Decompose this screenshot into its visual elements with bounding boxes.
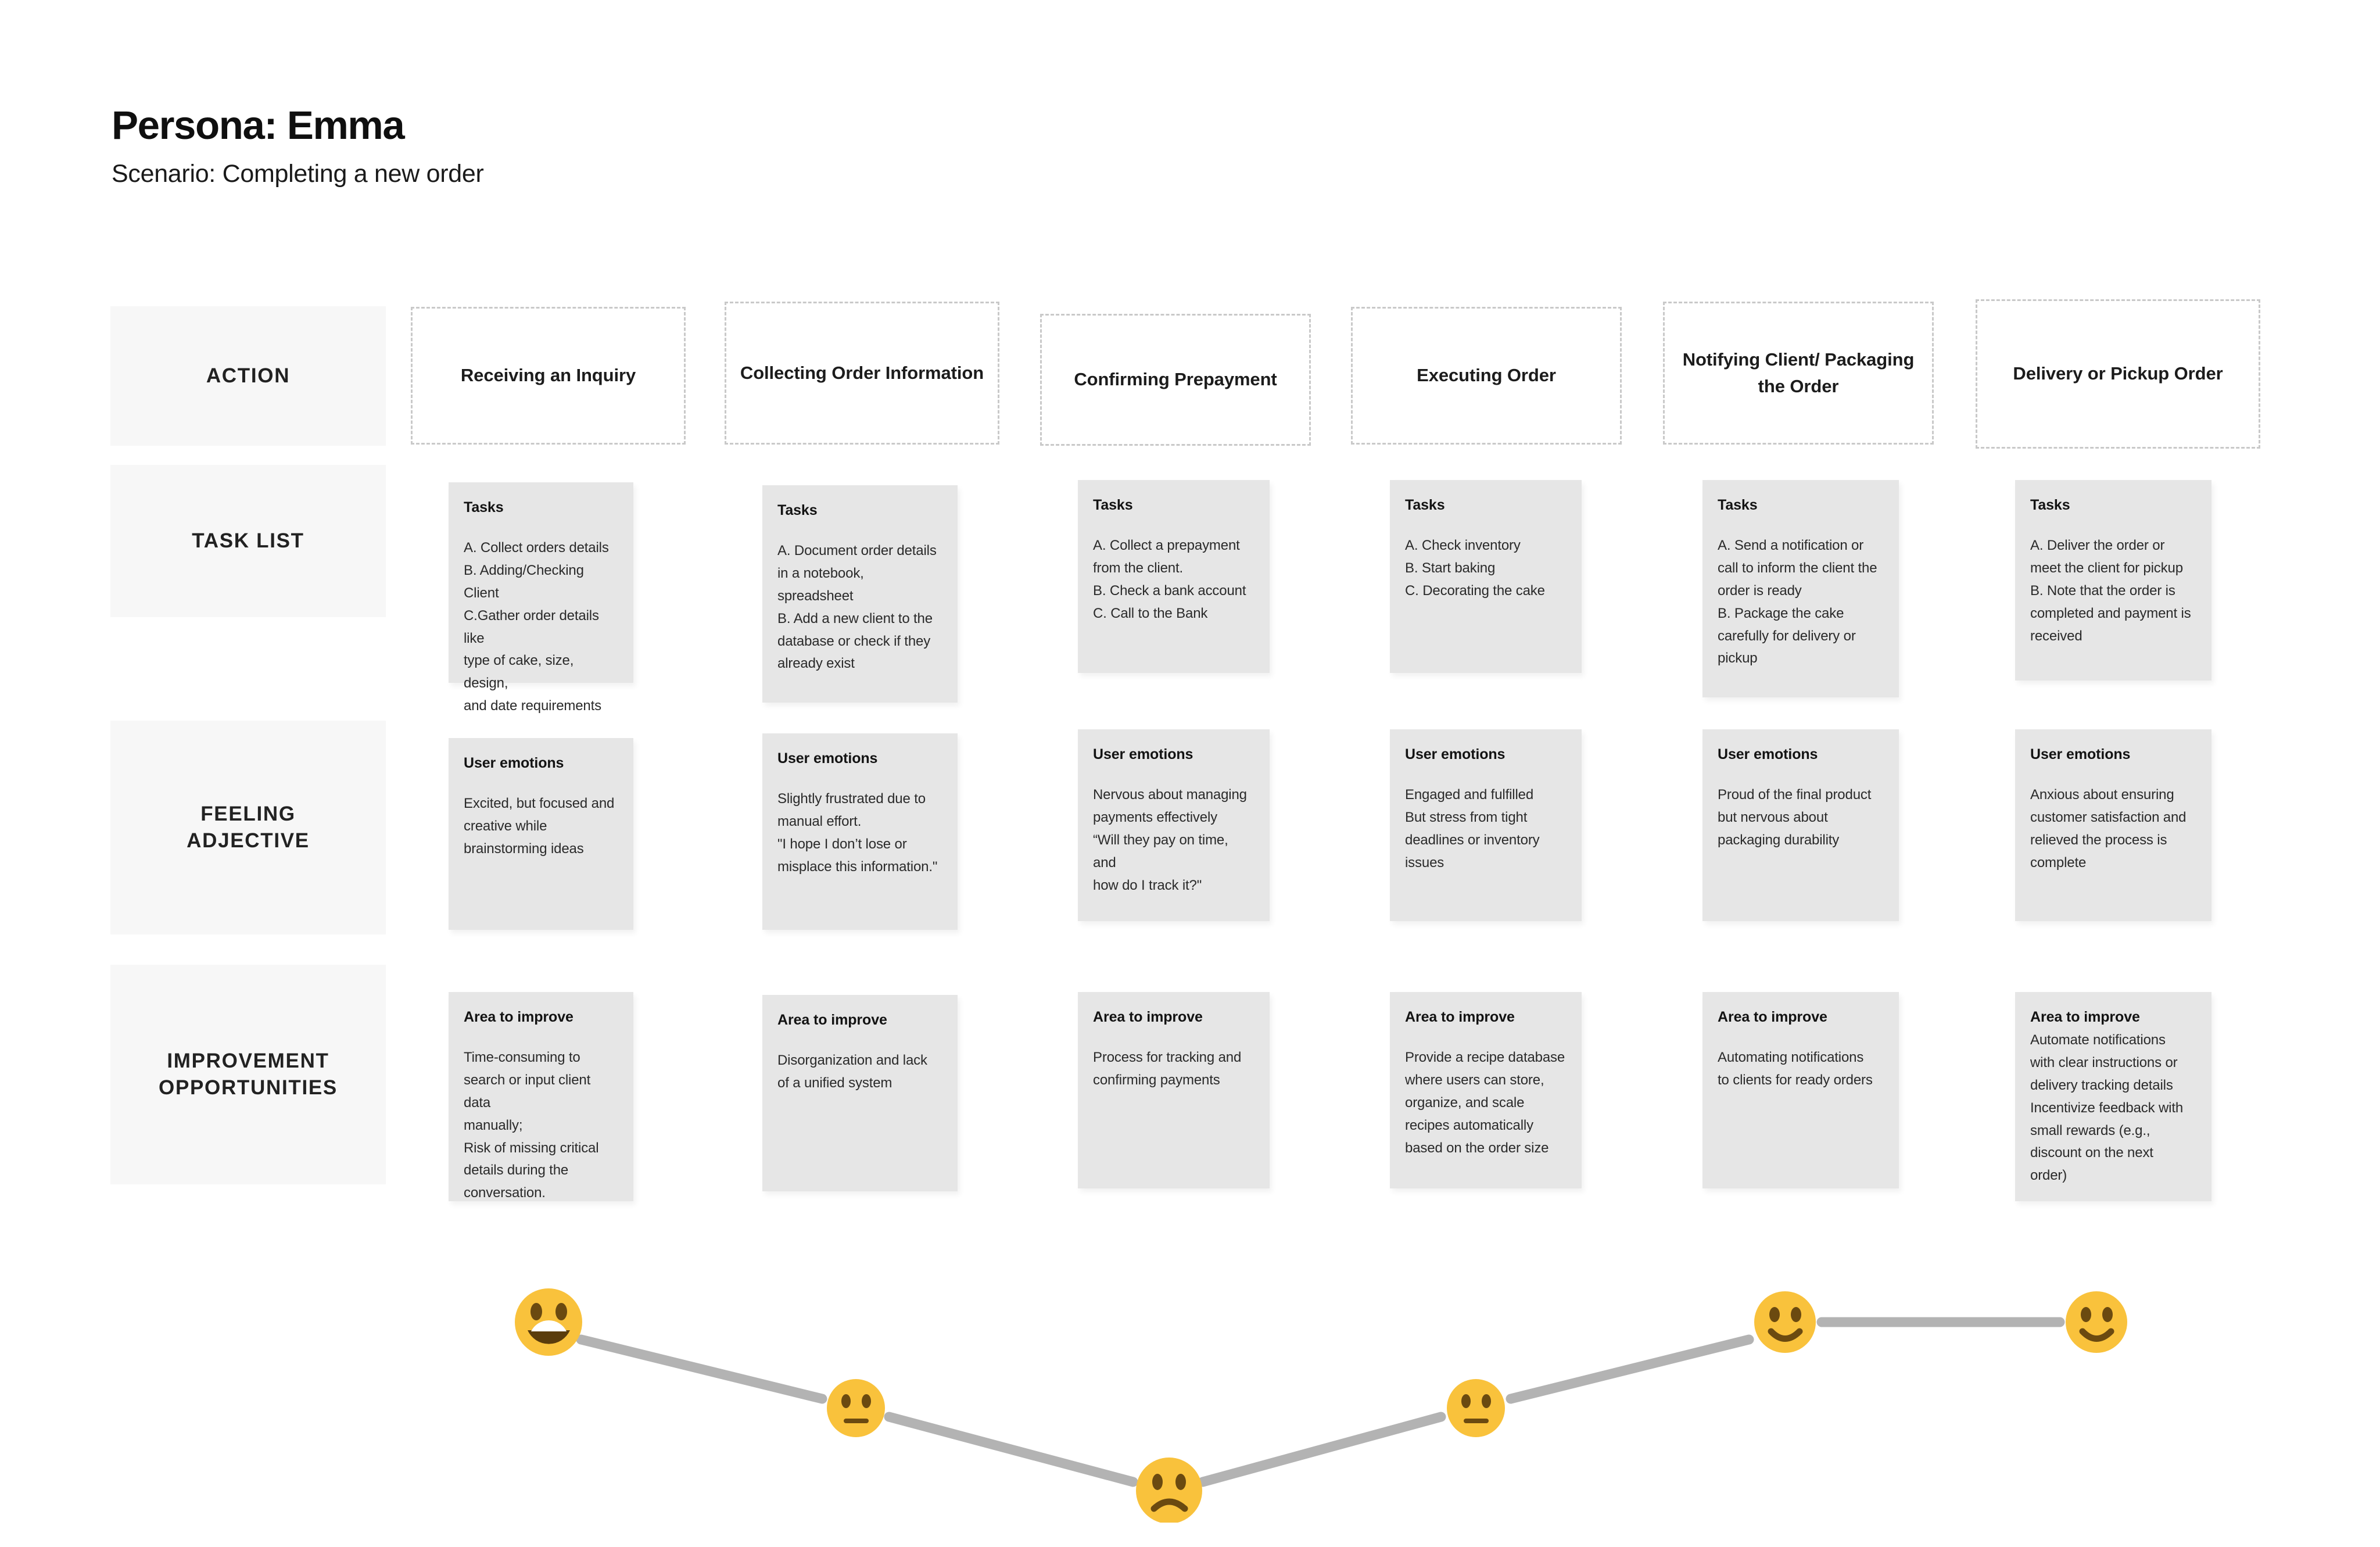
improve-card-5[interactable]: Area to improve Automating notifications… [1702,992,1899,1188]
task-card-3[interactable]: Tasks A. Collect a prepayment from the c… [1078,480,1270,673]
improve-card-body-2: Disorganization and lack of a unified sy… [777,1052,927,1091]
action-label-1: Receiving an Inquiry [460,365,636,386]
task-card-heading-4: Tasks [1405,497,1445,513]
task-card-heading-6: Tasks [2030,497,2070,513]
action-card-6[interactable]: Delivery or Pickup Order [1976,299,2260,449]
emotion-card-body-4: Engaged and fulfilled But stress from ti… [1405,787,1540,871]
emotion-curve-line [576,1317,2065,1487]
improve-card-3[interactable]: Area to improve Process for tracking and… [1078,992,1270,1188]
task-card-heading-3: Tasks [1093,497,1133,513]
emotion-curve [0,1197,2380,1523]
emotion-card-2[interactable]: User emotions Slightly frustrated due to… [762,733,958,930]
task-card-body-4: A. Check inventory B. Start baking C. De… [1405,538,1545,599]
emotion-card-heading-3: User emotions [1093,746,1193,762]
task-card-heading-5: Tasks [1718,497,1758,513]
scenario-subtitle: Scenario: Completing a new order [112,160,484,188]
improve-card-body-4: Provide a recipe database where users ca… [1405,1050,1565,1156]
emoji-neutral-4 [1447,1379,1505,1437]
action-card-5[interactable]: Notifying Client/ Packaging the Order [1663,302,1934,445]
task-card-body-3: A. Collect a prepayment from the client.… [1093,538,1246,621]
improve-card-body-5: Automating notifications to clients for … [1718,1050,1873,1088]
improve-card-body-3: Process for tracking and confirming paym… [1093,1050,1242,1088]
task-card-body-2: A. Document order details in a notebook,… [777,543,937,672]
emotion-card-6[interactable]: User emotions Anxious about ensuring cus… [2015,729,2211,921]
emoji-frowning-3 [1136,1458,1202,1523]
emoji-smiling-6 [2066,1291,2127,1353]
action-card-1[interactable]: Receiving an Inquiry [411,307,686,445]
improve-card-heading-6: Area to improve [2030,1009,2140,1025]
page-title: Persona: Emma [112,103,405,148]
task-card-body-5: A. Send a notification or call to inform… [1718,538,1877,667]
emotion-card-heading-6: User emotions [2030,746,2131,762]
improve-card-heading-2: Area to improve [777,1012,887,1028]
emotion-card-body-1: Excited, but focused and creative while … [464,796,615,857]
row-label-improvement-opportunities: IMPROVEMENT OPPORTUNITIES [110,965,386,1184]
row-label-action: ACTION [110,306,386,446]
emotion-card-5[interactable]: User emotions Proud of the final product… [1702,729,1899,921]
improve-card-heading-3: Area to improve [1093,1009,1203,1025]
action-label-6: Delivery or Pickup Order [2013,363,2223,384]
emotion-card-body-5: Proud of the final product but nervous a… [1718,787,1872,848]
action-label-3: Confirming Prepayment [1074,369,1277,390]
task-card-heading-2: Tasks [777,502,818,518]
emotion-card-body-3: Nervous about managing payments effectiv… [1093,787,1247,893]
improve-card-1[interactable]: Area to improve Time-consuming to search… [449,992,633,1201]
row-label-task-list: TASK LIST [110,465,386,617]
emotion-card-1[interactable]: User emotions Excited, but focused and c… [449,738,633,930]
emoji-smiling-5 [1754,1291,1816,1353]
action-label-4: Executing Order [1417,365,1556,386]
emotion-card-body-2: Slightly frustrated due to manual effort… [777,791,938,875]
emoji-neutral-2 [827,1379,885,1437]
task-card-5[interactable]: Tasks A. Send a notification or call to … [1702,480,1899,697]
task-card-2[interactable]: Tasks A. Document order details in a not… [762,485,958,703]
task-card-body-6: A. Deliver the order or meet the client … [2030,538,2191,644]
emotion-card-heading-4: User emotions [1405,746,1506,762]
task-card-body-1: A. Collect orders details B. Adding/Chec… [464,540,609,714]
task-card-heading-1: Tasks [464,499,504,515]
emotion-card-4[interactable]: User emotions Engaged and fulfilled But … [1390,729,1582,921]
action-card-3[interactable]: Confirming Prepayment [1040,314,1311,446]
action-label-2: Collecting Order Information [740,362,984,383]
action-card-2[interactable]: Collecting Order Information [725,302,999,445]
improve-card-heading-4: Area to improve [1405,1009,1515,1025]
action-label-5: Notifying Client/ Packaging the Order [1682,349,1915,397]
emotion-card-body-6: Anxious about ensuring customer satisfac… [2030,787,2187,871]
improve-card-body-1: Time-consuming to search or input client… [464,1050,599,1201]
improve-card-heading-5: Area to improve [1718,1009,1827,1025]
improve-card-heading-1: Area to improve [464,1009,574,1025]
improve-card-body-6: Automate notifications with clear instru… [2030,1032,2184,1184]
emotion-card-heading-5: User emotions [1718,746,1818,762]
task-card-6[interactable]: Tasks A. Deliver the order or meet the c… [2015,480,2211,681]
action-card-4[interactable]: Executing Order [1351,307,1622,445]
row-label-feeling-adjective: FEELING ADJECTIVE [110,721,386,934]
header: Persona: Emma Scenario: Completing a new… [112,103,484,188]
emotion-card-heading-1: User emotions [464,755,564,771]
emotion-card-heading-2: User emotions [777,750,878,767]
emoji-grinning-1 [515,1288,582,1356]
task-card-1[interactable]: Tasks A. Collect orders details B. Addin… [449,482,633,714]
emotion-card-3[interactable]: User emotions Nervous about managing pay… [1078,729,1270,921]
improve-card-2[interactable]: Area to improve Disorganization and lack… [762,995,958,1191]
improve-card-6[interactable]: Area to improve Automate notifications w… [2015,992,2211,1201]
task-card-4[interactable]: Tasks A. Check inventory B. Start baking… [1390,480,1582,673]
improve-card-4[interactable]: Area to improve Provide a recipe databas… [1390,992,1582,1188]
